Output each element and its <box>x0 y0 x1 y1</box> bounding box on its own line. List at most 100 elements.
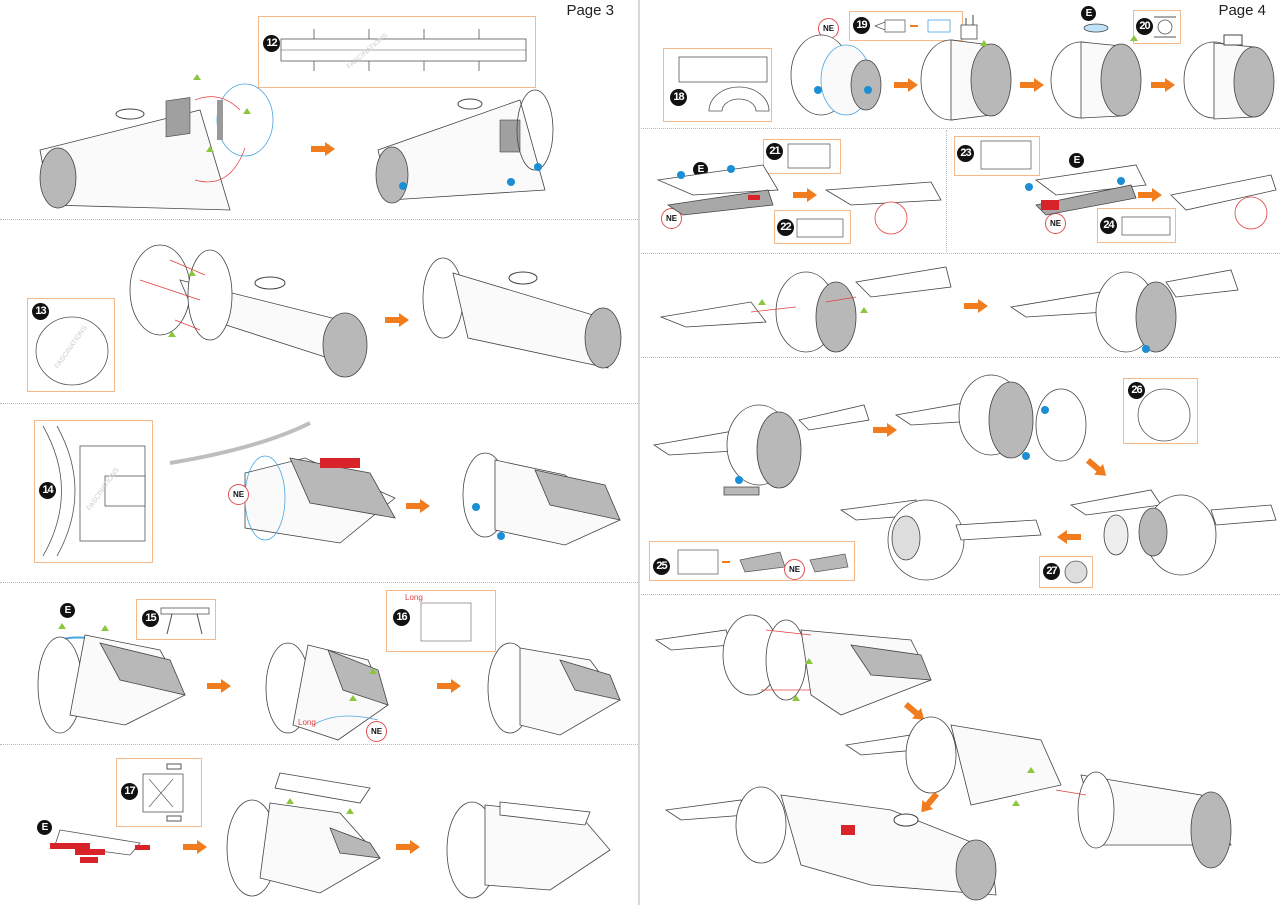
step-number-badge: 23 <box>957 145 974 162</box>
curved-band-part-illustration: FASCINATIONS <box>42 425 146 557</box>
arrow-right-icon <box>406 499 430 513</box>
part-callout: 23 <box>954 136 1040 176</box>
part-callout: 25 NE <box>649 541 855 581</box>
strip-part-illustration: FASCINATIONS <box>280 29 527 71</box>
porthole-result-illustration <box>839 499 1042 581</box>
wing-bottom-plate-part-illustration <box>796 218 844 238</box>
arrow-right-icon <box>894 78 918 92</box>
wing-assembly-illustration <box>1025 164 1147 216</box>
page-3: Page 3 FASCINATIONS 12 <box>0 0 638 905</box>
part-callout: 15 <box>136 599 216 640</box>
bend-marker: E <box>37 820 52 835</box>
part-callout: 18 <box>663 48 772 122</box>
drum-shell-assembly-illustration <box>790 34 882 116</box>
part-callout: FASCINATIONS 12 <box>258 16 536 88</box>
section-divider <box>641 594 1280 595</box>
page-number: Page 4 <box>1218 2 1266 19</box>
wing-result-illustration <box>1170 174 1277 230</box>
arrow-right-icon <box>183 840 207 854</box>
arrow-right-icon <box>964 299 988 313</box>
wings-attach-illustration <box>659 266 952 353</box>
wing-top-plate-part-illustration <box>980 140 1032 170</box>
part-callout: 24 <box>1097 208 1176 243</box>
arrow-left-icon <box>1057 530 1081 544</box>
panel-assembly-illustration <box>265 642 389 741</box>
round-cover-part-illustration <box>1137 388 1191 442</box>
no-bend-marker: NE <box>228 484 249 505</box>
half-shell-assembly-illustration <box>169 421 396 544</box>
arrow-right-icon <box>1020 78 1044 92</box>
part-callout: 27 <box>1039 556 1093 588</box>
arrow-right-icon <box>396 840 420 854</box>
step-number-badge: 21 <box>766 143 783 160</box>
antenna-mount-assembly-illustration <box>920 15 1012 121</box>
bracket-part-illustration <box>160 607 210 635</box>
dome-cap-part-illustration <box>1154 16 1176 38</box>
step-number-badge: 19 <box>853 17 870 34</box>
arrow-right-icon <box>437 679 461 693</box>
part-callout: 21 <box>763 139 841 174</box>
no-bend-marker: NE <box>784 559 805 580</box>
under-tray-part-illustration <box>677 549 849 575</box>
section-divider <box>0 403 638 404</box>
top-frame-assembly-illustration <box>226 772 381 897</box>
panel-part-illustration <box>420 602 472 642</box>
long-edge-label: Long <box>298 718 316 727</box>
no-bend-marker: NE <box>661 208 682 229</box>
step-number-badge: 26 <box>1128 382 1145 399</box>
porthole-part-illustration <box>1064 560 1088 584</box>
drum-shell-part-illustration <box>678 56 770 112</box>
long-edge-label: Long <box>405 593 423 602</box>
wing-result-illustration <box>824 181 942 235</box>
section-divider <box>641 128 1280 129</box>
arrow-right-icon <box>873 423 897 437</box>
arrow-right-icon <box>793 188 817 202</box>
section-divider <box>641 253 1280 254</box>
arrow-right-icon <box>311 142 335 156</box>
cone-body-result-illustration <box>375 89 554 204</box>
page-number: Page 3 <box>566 2 614 19</box>
round-cover-assembly-illustration <box>894 374 1087 462</box>
part-callout: 20 <box>1133 10 1181 44</box>
top-frame-part-illustration <box>142 763 184 822</box>
step-number-badge: 22 <box>777 219 794 236</box>
wing-bottom-plate-part-illustration <box>1121 216 1171 236</box>
section-divider <box>946 130 947 252</box>
nose-join-illustration <box>844 716 1232 869</box>
step-number-badge: 27 <box>1043 563 1060 580</box>
wing-assembly-illustration <box>656 164 779 216</box>
step-number-badge: 17 <box>121 783 138 800</box>
bend-marker: E <box>1069 153 1084 168</box>
arrow-right-icon <box>385 313 409 327</box>
step-number-badge: 18 <box>670 89 687 106</box>
final-model-illustration <box>664 786 997 901</box>
no-bend-marker: NE <box>366 721 387 742</box>
page-4: Page 4 18 NE 19 <box>641 0 1280 905</box>
end-cap-assembly-illustration <box>129 244 368 378</box>
arrow-down-right-icon <box>903 701 925 720</box>
part-callout: 16 Long <box>386 590 496 652</box>
top-frame-result-illustration <box>446 801 611 899</box>
step-number-badge: 16 <box>393 609 410 626</box>
antenna-mount-part-illustration <box>874 19 951 33</box>
porthole-assembly-illustration <box>1069 489 1277 576</box>
body-join-illustration <box>654 614 932 716</box>
part-callout: 26 <box>1123 378 1198 444</box>
section-divider <box>0 219 638 220</box>
bend-marker: E <box>1081 6 1096 21</box>
wings-attach-result-illustration <box>1009 269 1239 353</box>
top-frame-glue-illustration <box>50 829 150 863</box>
step-number-badge: 25 <box>653 558 670 575</box>
half-shell-result-illustration <box>462 452 621 546</box>
section-divider <box>641 357 1280 358</box>
bend-marker: E <box>60 603 75 618</box>
step-number-badge: 20 <box>1136 18 1153 35</box>
arrow-down-left-icon <box>921 791 940 813</box>
step-number-badge: 12 <box>263 35 280 52</box>
part-callout: FASCINATIONS 14 <box>34 420 153 563</box>
bracket-assembly-illustration <box>37 623 186 734</box>
arrow-right-icon <box>1151 78 1175 92</box>
arrow-down-right-icon <box>1085 457 1107 476</box>
under-tray-assembly-illustration <box>652 404 870 496</box>
step-number-badge: 14 <box>39 482 56 499</box>
